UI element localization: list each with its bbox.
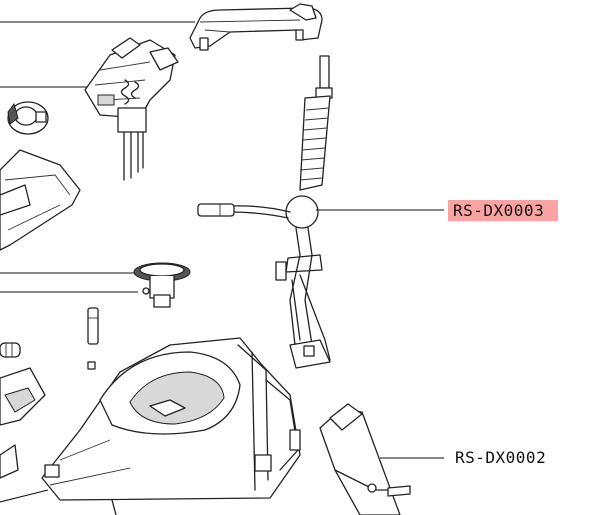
pin-part (87, 307, 99, 370)
part-label-rs-dx0003[interactable]: RS-DX0003 (448, 200, 559, 221)
left-small-parts (0, 342, 46, 479)
part-label-rs-dx0002[interactable]: RS-DX0002 (455, 448, 547, 467)
right-leader-lines (316, 209, 444, 459)
handle-cover-part (189, 3, 323, 51)
side-panel-part (0, 149, 81, 251)
dial-knob-part (7, 101, 49, 135)
iron-body-part (41, 337, 301, 515)
gear-part (133, 262, 191, 308)
steam-tube-part (197, 55, 333, 369)
switch-assembly-part (84, 37, 179, 181)
left-leader-lines (0, 21, 195, 503)
rear-cover-part (319, 403, 411, 515)
